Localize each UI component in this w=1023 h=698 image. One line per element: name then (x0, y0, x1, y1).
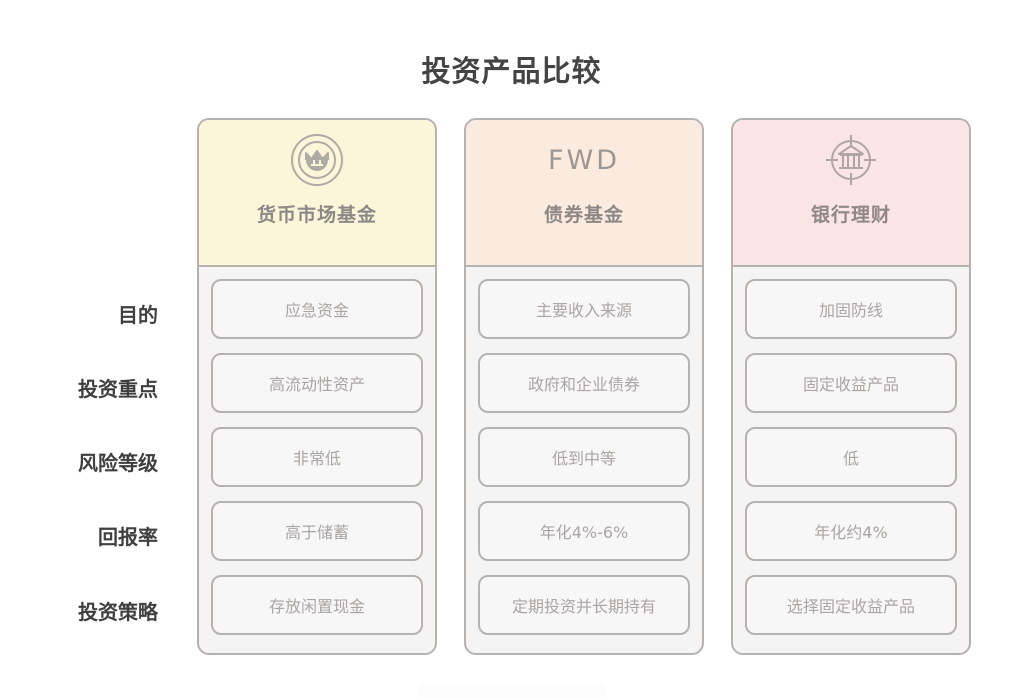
card-body-bond-fund: 主要收入来源 政府和企业债券 低到中等 年化4%-6% 定期投资并长期持有 (466, 267, 702, 635)
cell-purpose: 加固防线 (745, 279, 957, 339)
row-label-return: 回报率 (98, 525, 158, 549)
fwd-wordmark-logo: FWD (548, 122, 620, 198)
row-label-purpose: 目的 (118, 303, 158, 327)
row-label-risk: 风险等级 (78, 451, 158, 475)
cell-risk: 低 (745, 427, 957, 487)
cell-return: 年化约4% (745, 501, 957, 561)
product-card-bond-fund[interactable]: FWD 债券基金 主要收入来源 政府和企业债券 低到中等 年化4%-6% 定期投… (464, 118, 704, 655)
bank-target-icon (823, 122, 879, 198)
row-label-strategy: 投资策略 (78, 600, 158, 624)
cell-return: 年化4%-6% (478, 501, 690, 561)
card-title-bond-fund: 债券基金 (543, 204, 624, 226)
cell-risk: 低到中等 (478, 427, 690, 487)
fwd-logo-text: FWD (547, 144, 621, 176)
cell-return: 高于储蓄 (211, 501, 423, 561)
card-header-bond-fund: FWD 债券基金 (466, 120, 702, 267)
bottom-decorative-bar (417, 684, 607, 698)
card-body-bank-wealth-management: 加固防线 固定收益产品 低 年化约4% 选择固定收益产品 (733, 267, 969, 635)
card-title-bank-wealth-management: 银行理财 (810, 204, 891, 226)
cell-purpose: 主要收入来源 (478, 279, 690, 339)
cell-strategy: 选择固定收益产品 (745, 575, 957, 635)
cell-purpose: 应急资金 (211, 279, 423, 339)
cell-focus: 固定收益产品 (745, 353, 957, 413)
card-title-money-market-fund: 货币市场基金 (256, 204, 377, 226)
cell-risk: 非常低 (211, 427, 423, 487)
product-card-money-market-fund[interactable]: 货币市场基金 应急资金 高流动性资产 非常低 高于储蓄 存放闲置现金 (197, 118, 437, 655)
cell-focus: 高流动性资产 (211, 353, 423, 413)
card-header-bank-wealth-management: 银行理财 (733, 120, 969, 267)
row-label-column: 目的 投资重点 风险等级 回报率 投资策略 (0, 118, 180, 658)
card-header-money-market-fund: 货币市场基金 (199, 120, 435, 267)
cell-focus: 政府和企业债券 (478, 353, 690, 413)
product-card-bank-wealth-management[interactable]: 银行理财 加固防线 固定收益产品 低 年化约4% 选择固定收益产品 (731, 118, 971, 655)
coin-m-icon (289, 122, 345, 198)
card-body-money-market-fund: 应急资金 高流动性资产 非常低 高于储蓄 存放闲置现金 (199, 267, 435, 635)
comparison-table: 目的 投资重点 风险等级 回报率 投资策略 货币市场基金 应急资金 高流动性资产… (0, 118, 1023, 658)
cell-strategy: 定期投资并长期持有 (478, 575, 690, 635)
page-title: 投资产品比较 (421, 54, 602, 88)
row-label-focus: 投资重点 (78, 377, 158, 401)
cell-strategy: 存放闲置现金 (211, 575, 423, 635)
